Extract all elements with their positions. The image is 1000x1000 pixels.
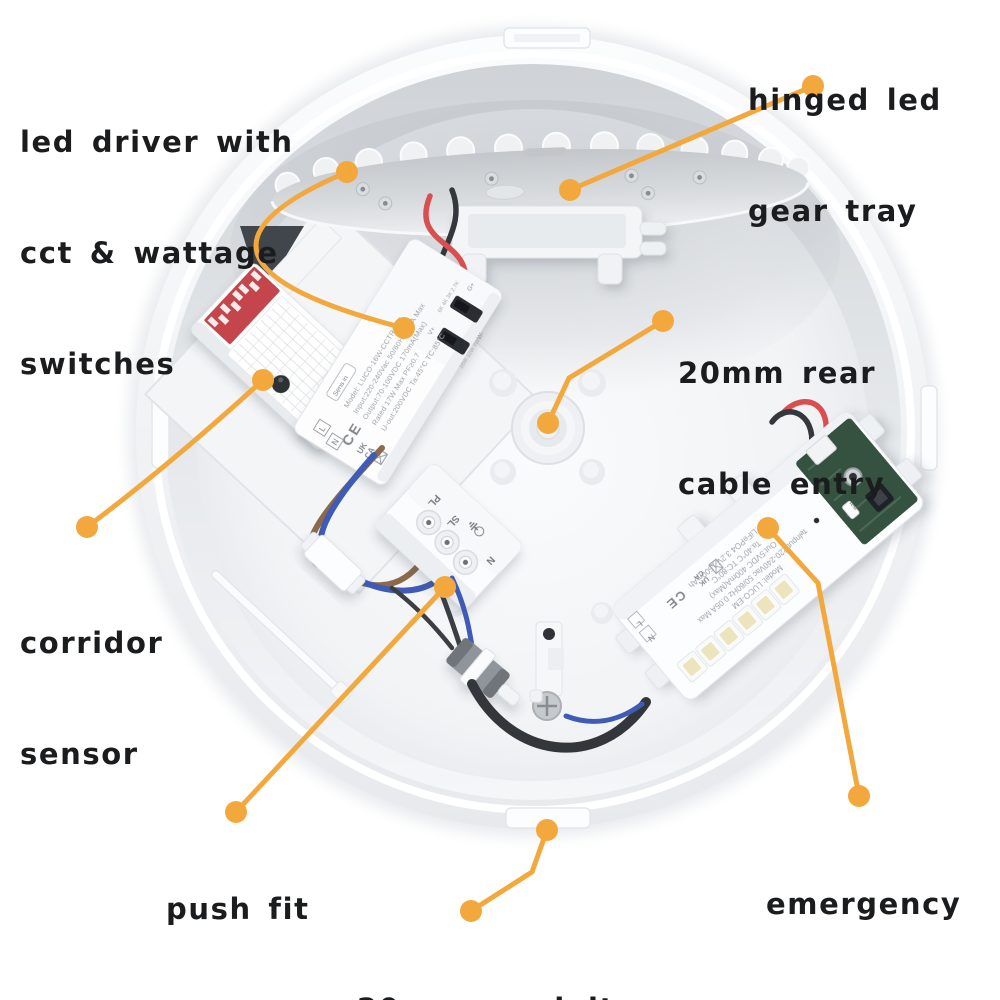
svg-text:Te: Te (797, 526, 807, 536)
leader-conduit (468, 827, 550, 914)
tray-slot (485, 184, 525, 200)
pack-blue-wire (563, 701, 645, 724)
driver-terminal-n: N (330, 437, 341, 447)
label-conduit: 20mm conduit entry (all sides) (357, 917, 653, 1000)
sensor-settings-grid (233, 302, 361, 428)
terminal-block: PL SL N (376, 464, 522, 608)
leader-rear-entry (545, 318, 666, 426)
leader-emergency (765, 525, 862, 799)
terminal-bores (415, 509, 479, 576)
emergency-led-windows (676, 573, 800, 683)
led-driver: 6K 4K 3K 2.7K 16W 12W 9W G+ V+ W- Sens i… (294, 239, 502, 485)
label-rear-entry: 20mm rear cable entry (678, 356, 886, 501)
leader-push-fit (233, 584, 448, 815)
mains-cable (467, 679, 651, 753)
pack-terminal-l-box (626, 610, 646, 629)
gear-tray-disc (272, 148, 808, 236)
label-gear-tray: hinged led gear tray (748, 83, 942, 228)
tray-chrome-detail (524, 147, 567, 157)
leader-dots (76, 75, 870, 922)
hinge-bracket (451, 205, 667, 285)
driver-terminal-l: L (318, 424, 328, 433)
conduit-tab-top-notch (514, 34, 580, 42)
dip-switches (207, 270, 262, 328)
pcb-wire-connector (805, 434, 837, 465)
test-button-label: Test (847, 500, 858, 512)
leader-corridor-sensor (84, 377, 266, 530)
driver-terminal-n-box (325, 432, 345, 451)
sens-in-box (326, 363, 357, 401)
screw-post (529, 621, 564, 721)
driver-pin-g: G+ (466, 281, 477, 292)
base-rib (211, 570, 353, 704)
leader-gear-tray (567, 83, 816, 193)
inline-connector-grey (446, 638, 521, 706)
inline-connector-white (300, 531, 366, 595)
label-led-driver: led driver with cct & wattage switches (20, 125, 294, 381)
sensor-lens (271, 375, 290, 394)
pack-terminal-n-box (638, 624, 657, 643)
driver-pin-w: W- (476, 331, 486, 342)
label-emergency: emergency pack & leds (766, 887, 982, 1000)
pack-terminal-l: L (635, 619, 645, 629)
leader-led-driver (253, 169, 407, 331)
driver-terminal-l-box (312, 418, 332, 438)
leader-lines (84, 83, 862, 914)
label-corridor-sensor: corridor sensor (20, 626, 164, 771)
driver-pin-v: V+ (427, 326, 437, 337)
tray-rivets (355, 168, 707, 211)
label-push-fit: push fit terminals (166, 892, 310, 926)
pack-te-indicator: Te (797, 517, 820, 537)
conduit-tab-right (920, 385, 938, 471)
earth-symbol-icon (468, 521, 485, 537)
pack-terminal-n: N (646, 632, 656, 643)
dip-switch-bank (204, 266, 280, 345)
pack-weee-bin-icon (708, 558, 724, 575)
